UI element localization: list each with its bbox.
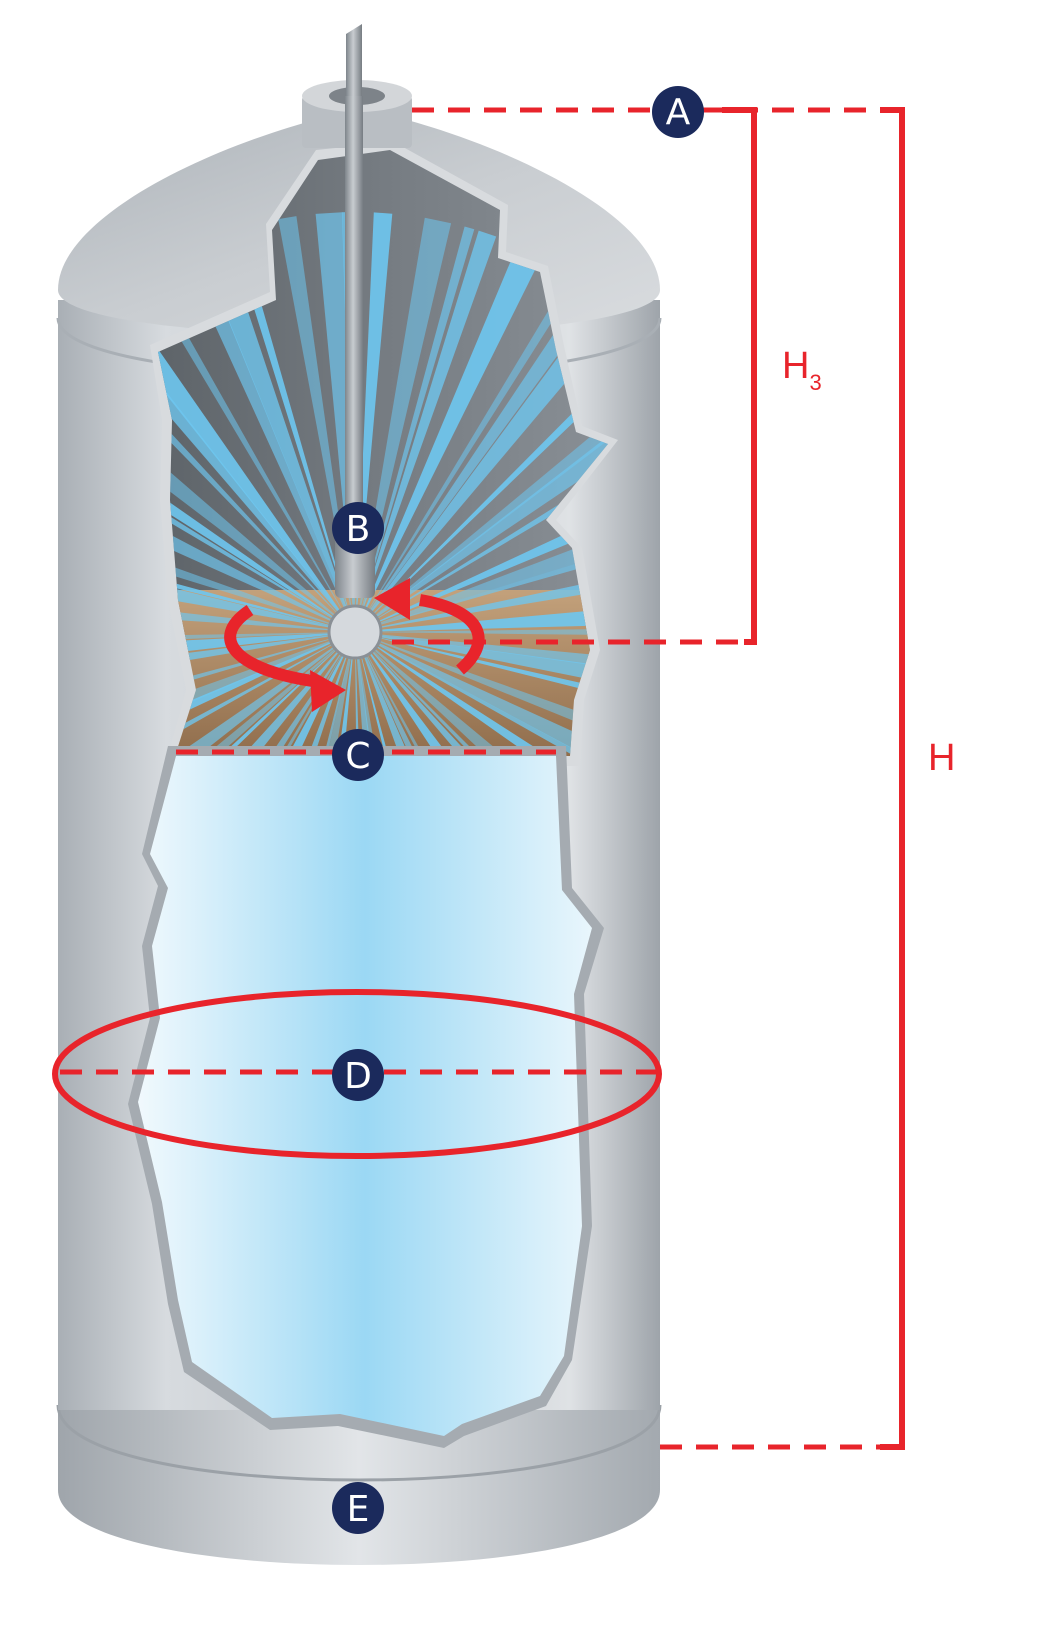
spray-jet: [262, 632, 355, 756]
rotation-arrow-front: [224, 605, 321, 688]
marker-b-label: B: [346, 509, 371, 550]
spray-jet: [158, 323, 355, 632]
spray-jet: [355, 632, 608, 756]
spray-jet: [355, 627, 608, 637]
h-bracket: [880, 107, 905, 1450]
spray-jet: [158, 632, 355, 650]
spray-jet: [355, 375, 608, 632]
spray-jet: [355, 244, 542, 632]
spray-jet: [158, 533, 355, 632]
spray-jet: [355, 632, 608, 756]
spray-jet: [355, 294, 608, 632]
spray-jet: [355, 632, 465, 756]
marker-e-label: E: [347, 1489, 370, 1530]
h3-subscript: 3: [809, 370, 821, 395]
spray-jet: [355, 632, 608, 735]
spray-jet: [158, 522, 355, 632]
spray-jet: [158, 409, 355, 632]
marker-a-label: A: [666, 92, 691, 133]
spray-jet: [158, 632, 355, 756]
spray-jet: [355, 632, 543, 756]
spray-jet: [158, 266, 355, 632]
shaft-top: [346, 24, 362, 96]
spray-jet: [355, 632, 608, 756]
spray-jet: [355, 632, 608, 756]
spray-jet: [158, 632, 355, 756]
marker-d: D: [332, 1049, 384, 1101]
marker-c: C: [332, 729, 384, 781]
spray-jet: [158, 632, 355, 756]
spray-jet: [158, 301, 355, 632]
spray-jet: [355, 632, 608, 756]
spray-jet: [158, 632, 355, 756]
h3-label: H3: [782, 345, 822, 395]
marker-d-label: D: [344, 1056, 372, 1097]
rotation-arrowhead-left: [374, 578, 410, 620]
spray-jet: [180, 242, 355, 632]
spray-jet: [355, 632, 608, 715]
spray-jet: [158, 632, 355, 756]
spray-jet: [158, 632, 355, 703]
spray-jet: [355, 454, 608, 632]
spray-jet: [355, 272, 580, 632]
spray-jet: [196, 233, 355, 632]
spray-jet: [355, 482, 608, 632]
h-label: H: [928, 737, 955, 779]
marker-e: E: [332, 1482, 384, 1534]
spray-jet: [355, 282, 604, 632]
spray-jet: [355, 230, 497, 632]
diameter-ellipse: [52, 989, 662, 1159]
spray-jet: [252, 632, 355, 756]
spinner-head: [327, 604, 383, 660]
shaft: [345, 96, 363, 516]
spray-jet: [355, 409, 608, 632]
spray-jet: [158, 632, 355, 756]
spray-jet: [158, 632, 355, 680]
marker-b: B: [332, 502, 384, 554]
rotation-arrows: [224, 594, 485, 688]
spray-jet: [355, 632, 559, 756]
spray-jet: [355, 226, 475, 632]
spray-jet: [355, 507, 608, 632]
spray-jet: [158, 585, 355, 632]
spray-jet: [355, 632, 608, 756]
h3-letter: H: [782, 345, 809, 387]
spray-jet: [355, 594, 608, 632]
spray-jet: [158, 357, 355, 632]
spray-jet: [158, 632, 355, 756]
tank-bottom-seam: [56, 1404, 662, 1482]
spray-jet: [158, 632, 355, 756]
h3-bracket: [722, 107, 757, 645]
spray-jet: [355, 632, 523, 756]
marker-c-label: C: [345, 736, 370, 777]
marker-a: A: [652, 86, 704, 138]
spray-jet: [355, 632, 608, 756]
spray-jet: [158, 391, 355, 632]
spray-jet: [206, 632, 355, 756]
rotation-arrowhead-right: [310, 670, 346, 712]
spray-jet: [229, 228, 355, 632]
rotation-arrow-back: [418, 594, 485, 675]
spray-jet: [158, 490, 355, 632]
